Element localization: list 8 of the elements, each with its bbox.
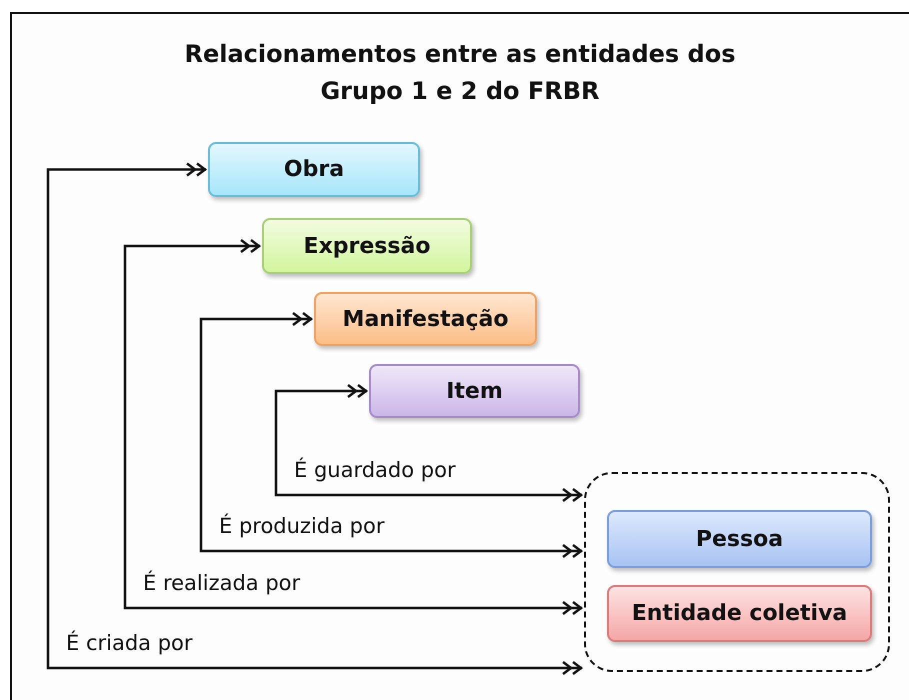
diagram-title: Relacionamentos entre as entidades dos Grupo 1 e 2 do FRBR [183, 39, 736, 107]
dashed-group-box [584, 472, 890, 672]
entity-box: Item [369, 364, 580, 418]
entity-box: Pessoa [607, 510, 872, 568]
entity-box: Manifestação [314, 292, 537, 346]
entity-box: Expressão [262, 218, 472, 274]
entity-box: Entidade coletiva [607, 585, 872, 642]
entity-box: Obra [208, 142, 420, 197]
